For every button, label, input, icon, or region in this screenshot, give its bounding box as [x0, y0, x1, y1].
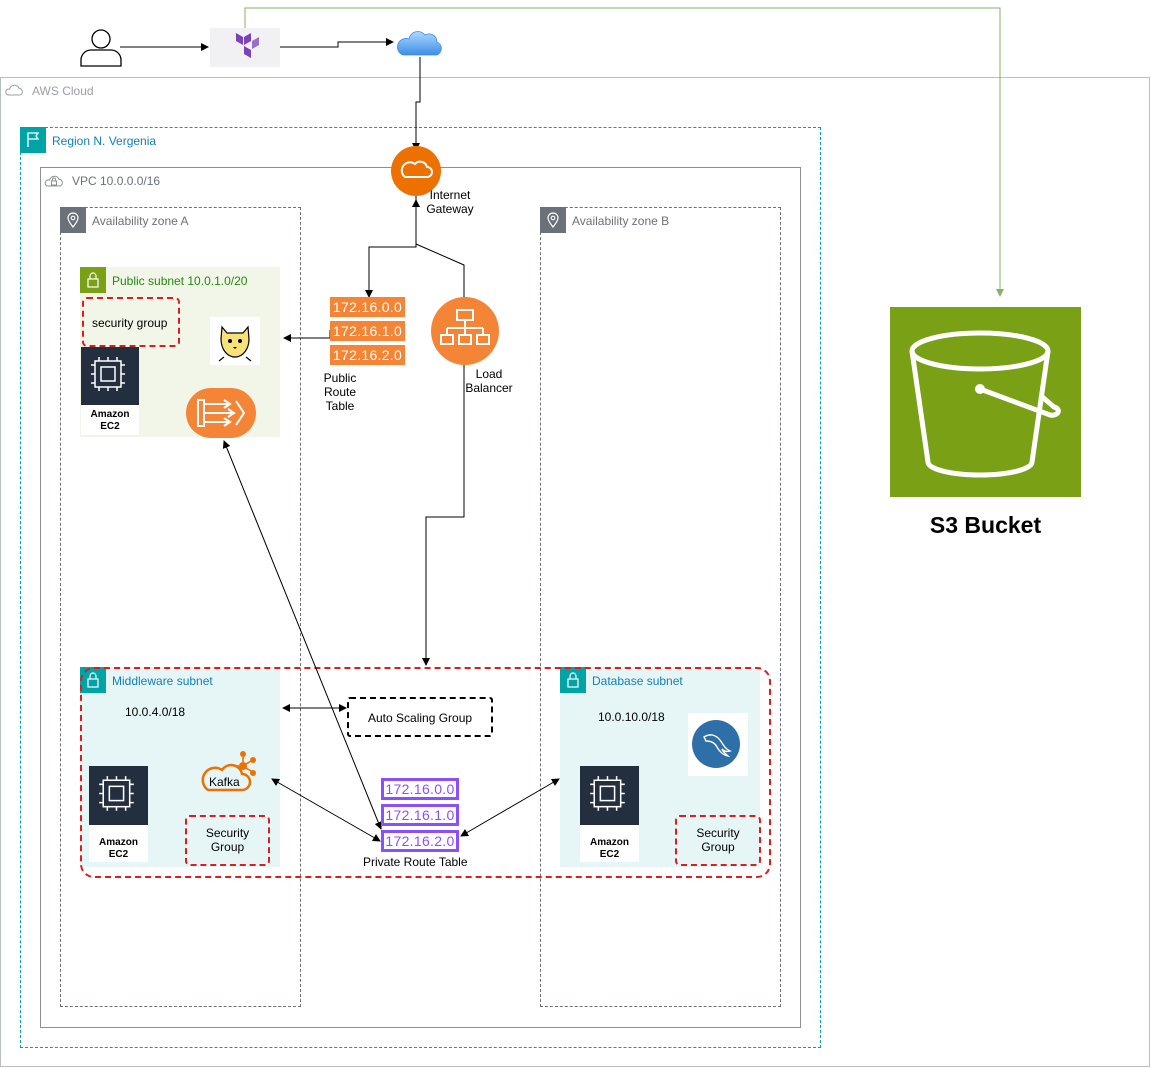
az-b-label: Availability zone B — [572, 214, 670, 228]
kafka-icon — [201, 751, 256, 792]
s3-bucket-icon — [890, 307, 1081, 497]
security-group-public — [82, 297, 180, 347]
middleware-subnet-label: Middleware subnet — [112, 674, 213, 688]
security-group-public-label: security group — [92, 316, 168, 330]
route-entry: 172.16.2.0 — [330, 345, 405, 365]
route-entry: 172.16.1.0 — [381, 804, 459, 826]
tomcat-icon — [210, 317, 260, 365]
vpc-cloud-lock-icon — [44, 175, 63, 187]
public-subnet-lock-icon — [80, 267, 106, 293]
private-route-table: 172.16.0.0 172.16.1.0 172.16.2.0 — [381, 778, 459, 852]
database-subnet-label: Database subnet — [592, 674, 683, 688]
availability-zone-b — [540, 207, 781, 1007]
database-subnet-lock-icon — [560, 667, 586, 693]
kafka-label: Kafka — [209, 775, 240, 789]
vpc-label: VPC 10.0.0.0/16 — [72, 174, 161, 188]
public-subnet-label: Public subnet 10.0.1.0/20 — [112, 274, 248, 288]
route-entry: 172.16.0.0 — [381, 778, 459, 800]
auto-scaling-group-label: Auto Scaling Group — [368, 711, 473, 725]
user-icon — [80, 29, 122, 67]
mysql-icon — [688, 713, 748, 776]
auto-scaling-group — [347, 697, 493, 737]
private-route-table-label: Private Route Table — [363, 855, 468, 869]
route-entry: 172.16.0.0 — [330, 297, 405, 317]
aws-cloud-label: AWS Cloud — [32, 84, 94, 98]
aws-cloud-group — [0, 77, 1150, 1067]
region-flag-icon — [20, 127, 46, 153]
az-b-pin-icon — [540, 207, 566, 233]
internet-gateway-icon — [391, 146, 441, 196]
ec2-chip-icon — [89, 766, 148, 825]
security-group-middleware — [185, 815, 270, 866]
route-entry: 172.16.1.0 — [330, 321, 405, 341]
terraform-icon — [210, 28, 280, 67]
region-label: Region N. Vergenia — [52, 134, 157, 148]
ec2-chip-icon — [81, 347, 139, 405]
database-cidr: 10.0.10.0/18 — [598, 710, 665, 724]
public-route-table: 172.16.0.0 172.16.1.0 172.16.2.0 — [330, 297, 405, 365]
security-group-database — [675, 815, 761, 866]
az-a-pin-icon — [60, 207, 86, 233]
load-balancer-icon — [431, 297, 499, 365]
route-entry: 172.16.2.0 — [381, 830, 459, 852]
private-tier-group — [80, 667, 771, 878]
aws-cloud-icon — [5, 84, 23, 96]
middleware-cidr: 10.0.4.0/18 — [125, 705, 186, 719]
s3-bucket-label: S3 Bucket — [929, 512, 1042, 538]
nat-gateway-icon — [186, 388, 256, 438]
az-a-label: Availability zone A — [92, 214, 189, 228]
region-group — [20, 127, 821, 1048]
ec2-chip-icon — [580, 766, 639, 825]
internet-cloud-icon — [397, 31, 442, 56]
